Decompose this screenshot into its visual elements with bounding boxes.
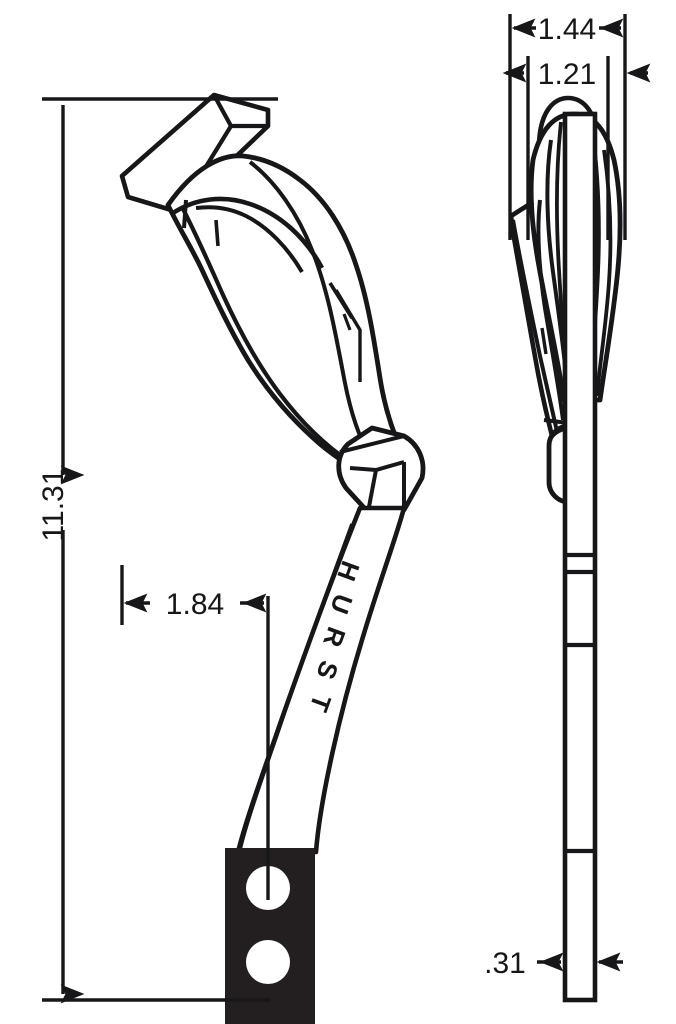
grip-inner-contour-right	[248, 160, 372, 458]
height-dim-value: 11.31	[37, 469, 70, 542]
grip-throat-curve-outer	[171, 196, 325, 270]
grip-inner-width-dimension: 1.21	[502, 56, 651, 240]
contoured-grip	[165, 153, 405, 481]
side-blade-fold	[536, 199, 565, 421]
ferrule-facet-left	[366, 469, 378, 513]
grip-throat-curve	[195, 205, 304, 274]
offset-dim-value: 1.84	[166, 588, 224, 621]
ferrule-collar	[336, 425, 426, 515]
grip-notch-center	[214, 219, 220, 247]
grip-inner-contour-left	[180, 206, 352, 464]
grip-outer-width-dimension: 1.44	[508, 13, 627, 240]
grip-detail-tick	[342, 313, 352, 331]
lower-bolt-hole	[246, 940, 290, 984]
outer-dim-value: 1.44	[538, 13, 596, 46]
side-blade-inner	[511, 219, 560, 437]
thickness-dim-value: .31	[484, 947, 526, 980]
grip-body-outline	[165, 153, 405, 481]
inner-dim-value: 1.21	[538, 58, 596, 91]
side-blade-tick	[540, 327, 548, 355]
overall-height-dimension: 11.31	[37, 97, 278, 1004]
grip-notch-left	[182, 199, 188, 229]
side-view	[508, 95, 623, 1003]
mounting-plate	[225, 848, 315, 1024]
offset-width-dimension: 1.84	[120, 565, 270, 900]
grip-detail-line-b	[334, 289, 362, 382]
shaft-thickness-dimension: .31	[484, 947, 623, 980]
side-blade-outline	[508, 200, 555, 437]
shaft-inner-edge	[238, 523, 354, 851]
ferrule-top-edge	[339, 434, 405, 454]
front-view: H U R S T	[119, 92, 426, 1024]
